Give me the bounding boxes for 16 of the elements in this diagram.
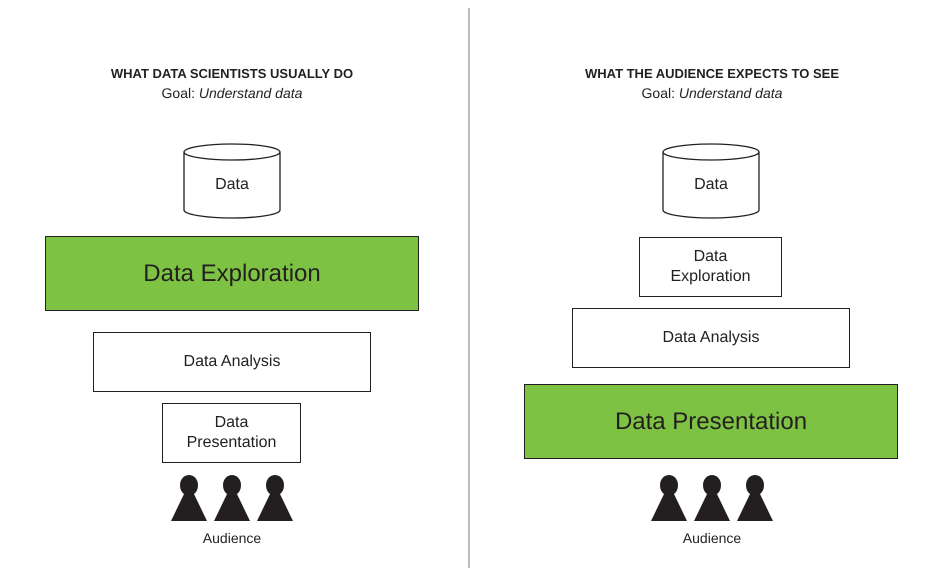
node-label: Data xyxy=(693,175,729,195)
goal-text: Goal: Understand data xyxy=(640,85,784,101)
stage-box: Data Analysis xyxy=(93,332,371,392)
audience-label: Audience xyxy=(682,530,742,546)
highlighted-stage-box: Data Presentation xyxy=(524,384,898,459)
stage-box: Data Analysis xyxy=(572,308,850,368)
stage-box: Data Exploration xyxy=(639,237,782,297)
column-heading: WHAT THE AUDIENCE EXPECTS TO SEE xyxy=(584,66,840,81)
node-label: Data xyxy=(214,175,250,195)
highlighted-stage-box: Data Exploration xyxy=(45,236,419,311)
stage-box: Data Presentation xyxy=(162,403,301,463)
database-cylinder xyxy=(662,143,760,219)
goal-text: Goal: Understand data xyxy=(160,85,304,101)
audience-label: Audience xyxy=(202,530,262,546)
column-heading: WHAT DATA SCIENTISTS USUALLY DO xyxy=(110,66,354,81)
database-cylinder xyxy=(183,143,281,219)
